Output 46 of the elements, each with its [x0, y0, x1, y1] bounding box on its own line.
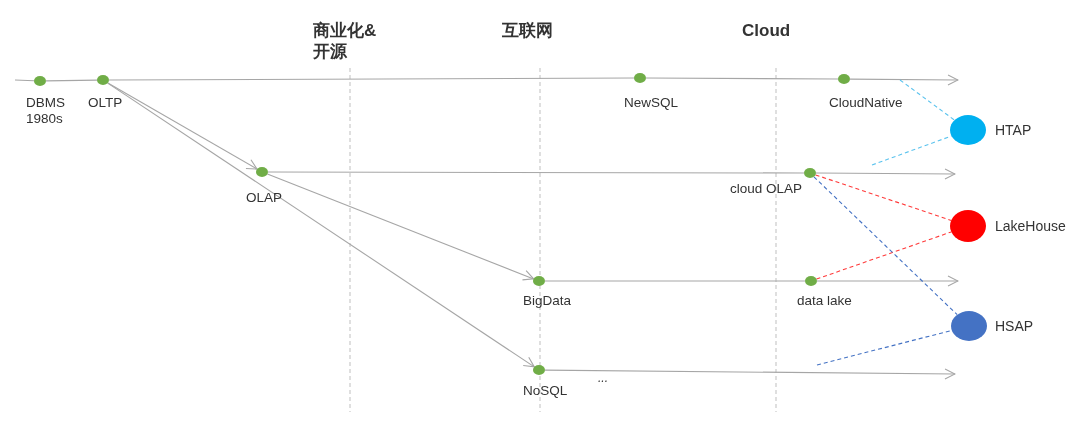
arrow: [266, 173, 535, 281]
milestone-label: CloudNative: [829, 95, 904, 111]
category-circle: [951, 311, 987, 341]
era-heading: 商业化&开源: [313, 20, 378, 62]
timeline-line: [14, 79, 35, 82]
arrow: [815, 168, 956, 180]
timeline-dot: [97, 75, 109, 85]
dashed-line: [815, 174, 952, 221]
timeline-line: [45, 79, 98, 82]
category-label: HSAP: [995, 318, 1035, 334]
dashed-line: [815, 231, 952, 280]
milestone-label: DBMS 1980s: [26, 95, 66, 127]
arrow: [849, 74, 959, 86]
dashed-line: [816, 329, 953, 366]
dashed-line: [813, 176, 958, 316]
timeline-dot: [533, 365, 545, 375]
arrow: [107, 82, 258, 170]
arrow: [816, 275, 959, 287]
category-label: HTAP: [995, 122, 1033, 138]
era-heading: 互联网: [502, 20, 554, 41]
timeline-dot: [805, 276, 817, 286]
milestone-label: BigData: [523, 293, 573, 309]
arrow: [544, 368, 956, 380]
dashed-line: [899, 79, 956, 121]
milestone-label: NewSQL: [624, 95, 680, 111]
timeline-line: [544, 280, 806, 282]
milestone-label: NoSQL: [523, 383, 569, 399]
milestone-label: OLTP: [88, 95, 124, 111]
timeline-dot: [804, 168, 816, 178]
timeline-line: [108, 77, 635, 81]
timeline-dot: [838, 74, 850, 84]
timeline-dot: [634, 73, 646, 83]
arrow: [107, 82, 535, 368]
timeline-dot: [256, 167, 268, 177]
milestone-label: data lake: [797, 293, 853, 309]
milestone-label: OLAP: [246, 190, 284, 206]
timeline-line: [267, 171, 805, 174]
timeline-dot: [533, 276, 545, 286]
ellipsis-note: ...: [598, 370, 609, 386]
era-heading: Cloud: [742, 20, 792, 41]
milestone-label: cloud OLAP: [730, 181, 802, 197]
timeline-line: [645, 77, 839, 80]
timeline-dot: [34, 76, 46, 86]
category-circle: [950, 115, 986, 145]
category-label: LakeHouse: [995, 218, 1067, 234]
category-circle: [950, 210, 986, 242]
